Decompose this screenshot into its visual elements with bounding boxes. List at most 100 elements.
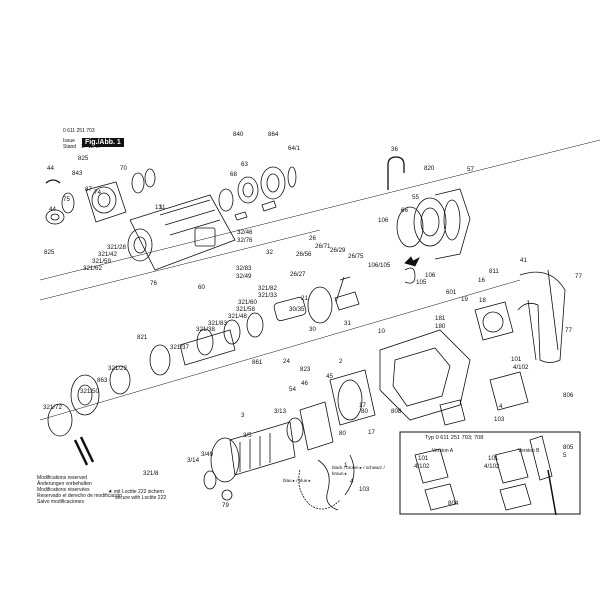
loctite-line-en: secure with Loctite 222 bbox=[115, 495, 167, 501]
part-label: 80 bbox=[339, 430, 346, 437]
part-label: 321/22 bbox=[108, 365, 127, 372]
modifications-line-es: Reservado el derecho de modificación bbox=[37, 493, 123, 499]
part-label: 321/33 bbox=[258, 292, 277, 299]
part-label: 321/58 bbox=[236, 306, 255, 313]
part-label: 321/42 bbox=[98, 251, 117, 258]
part-label: 24 bbox=[283, 358, 290, 365]
part-label: 321/72 bbox=[43, 404, 62, 411]
part-label: 17 bbox=[359, 402, 366, 409]
part-label: 26/56 bbox=[296, 251, 312, 258]
switch-and-cable bbox=[489, 371, 557, 516]
part-label: 75 bbox=[63, 196, 70, 203]
part-label: 3/5 bbox=[243, 432, 252, 439]
part-label: 3/14 bbox=[187, 457, 200, 464]
part-label: 54 bbox=[289, 386, 296, 393]
part-label: 13 bbox=[155, 204, 162, 211]
part-label: 3 bbox=[241, 412, 245, 419]
part-label: 16 bbox=[478, 277, 485, 284]
part-label: 601 bbox=[446, 289, 457, 296]
brush-tool bbox=[73, 436, 95, 466]
part-label: 44 bbox=[49, 206, 56, 213]
gear-housing bbox=[127, 194, 236, 271]
part-label: 17 bbox=[368, 429, 375, 436]
part-label: 4 bbox=[499, 403, 503, 410]
main-motor-housing bbox=[379, 329, 471, 426]
part-label: 31 bbox=[344, 320, 351, 327]
part-label: 32 bbox=[266, 249, 273, 256]
hook-part bbox=[387, 156, 405, 190]
part-label: 106/105 bbox=[368, 262, 391, 269]
part-label: 44 bbox=[47, 165, 54, 172]
part-label: 70 bbox=[120, 165, 127, 172]
percussion-mechanism bbox=[47, 312, 264, 437]
part-label: 10 bbox=[378, 328, 385, 335]
part-label: 21 bbox=[301, 295, 308, 302]
stand-label: Stand bbox=[63, 144, 77, 150]
part-label: 64/1 bbox=[288, 145, 301, 152]
loctite-line-de: mit Loctite 222 sichern bbox=[113, 489, 164, 495]
part-label: 26 bbox=[309, 235, 316, 242]
part-label: 806 bbox=[563, 392, 574, 399]
wiring-detail bbox=[298, 454, 355, 511]
part-label: 840 bbox=[233, 131, 244, 138]
wire-label: 4 bbox=[350, 478, 354, 485]
part-label: 55 bbox=[412, 194, 419, 201]
intermediate-shaft bbox=[273, 276, 360, 324]
rear-handle bbox=[517, 269, 566, 363]
wire-label: 103 bbox=[359, 486, 370, 493]
part-label: 46 bbox=[301, 380, 308, 387]
part-label: 68 bbox=[230, 171, 237, 178]
clutch-upper-group bbox=[218, 166, 297, 221]
part-label: 2 bbox=[339, 358, 343, 365]
part-label: 87 bbox=[85, 186, 92, 193]
part-label: 11 bbox=[159, 204, 166, 211]
armature bbox=[203, 417, 304, 501]
part-label: 808 bbox=[391, 408, 402, 415]
part-label: 80 bbox=[361, 408, 368, 415]
wire-note-black-brown: black / brown ▸ / schwarz / braun ▸ bbox=[332, 465, 385, 476]
part-label: 321/28 bbox=[107, 244, 126, 251]
part-label: 5 bbox=[563, 452, 567, 459]
motor-housing-back bbox=[396, 188, 471, 284]
part-label: 18 bbox=[479, 297, 486, 304]
version-a-label: Version A bbox=[432, 448, 454, 454]
part-label: 32/83 bbox=[236, 265, 252, 272]
part-label: 32/46 bbox=[237, 229, 253, 236]
modifications-line-en: Modifications reserved bbox=[37, 475, 88, 481]
part-label: 26/75 bbox=[348, 253, 364, 260]
inset-title: Typ 0 611 251 703; 708 bbox=[425, 435, 484, 441]
part-label: 41 bbox=[520, 257, 527, 264]
part-label: 36 bbox=[391, 146, 398, 153]
inset-part-label: 101 bbox=[418, 455, 429, 462]
inset-part-label: 101 bbox=[488, 455, 499, 462]
inset-part-label: 4/102 bbox=[484, 463, 500, 470]
part-label: 825 bbox=[44, 249, 55, 256]
part-label: 321/50 bbox=[80, 388, 99, 395]
part-label: 32/76 bbox=[237, 237, 253, 244]
part-label: 811 bbox=[489, 268, 499, 275]
part-label: 825 bbox=[78, 155, 89, 162]
arrow-indicator bbox=[404, 256, 420, 267]
part-label: 321/62 bbox=[83, 265, 102, 272]
star-icon: ★ bbox=[108, 489, 113, 495]
part-label: 181 bbox=[435, 315, 446, 322]
part-label: 45 bbox=[326, 373, 333, 380]
part-label: 105 bbox=[416, 279, 427, 286]
field-coil bbox=[299, 369, 376, 451]
part-label: 26/71 bbox=[315, 243, 331, 250]
part-label: 63 bbox=[241, 161, 248, 168]
part-label: 321/37 bbox=[170, 344, 189, 351]
modifications-line-de: Änderungen vorbehalten bbox=[37, 481, 92, 487]
inset-part-label: 804 bbox=[448, 500, 459, 507]
part-label: 32/49 bbox=[236, 273, 252, 280]
modifications-line-fr: Modifications réservées bbox=[37, 487, 90, 493]
part-label: 66 bbox=[401, 207, 408, 214]
doc-number: 0 611 251 703 bbox=[63, 128, 95, 134]
part-label: 321/48 bbox=[228, 313, 247, 320]
part-label: 321/59 bbox=[92, 258, 111, 265]
loctite-note: ★ mit Loctite 222 sichern secure with Lo… bbox=[108, 489, 166, 501]
part-label: 76 bbox=[150, 280, 157, 287]
part-label: 106 bbox=[425, 272, 436, 279]
